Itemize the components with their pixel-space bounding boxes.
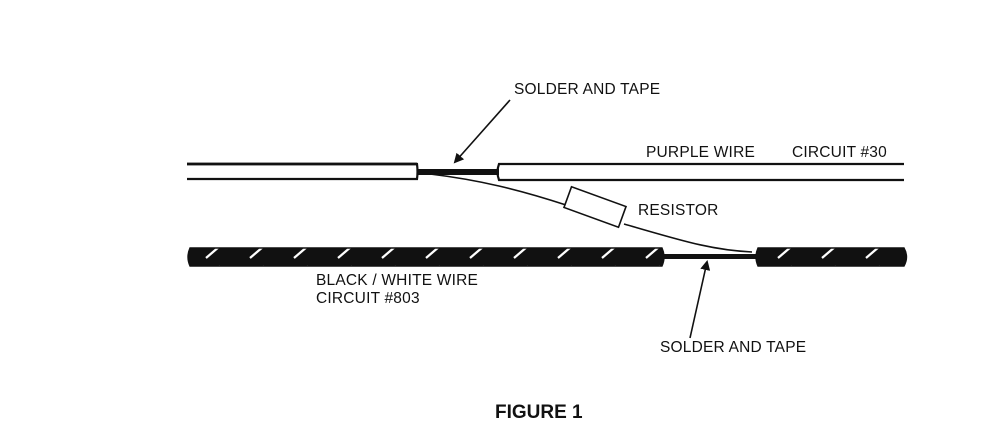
top-solder-label: SOLDER AND TAPE — [514, 81, 660, 98]
purple-wire-label: PURPLE WIRE — [646, 144, 755, 161]
black-white-circuit-label: CIRCUIT #803 — [316, 290, 420, 307]
top-callout-arrow — [453, 99, 511, 164]
bottom-callout-arrow — [689, 260, 711, 339]
black-white-wire-label: BLACK / WHITE WIRE — [316, 272, 478, 289]
purple-circuit-label: CIRCUIT #30 — [792, 144, 887, 161]
figure-title: FIGURE 1 — [495, 402, 583, 423]
black-white-wire-right-segment — [755, 247, 908, 267]
purple-wire-right-segment — [496, 162, 904, 182]
resistor-label: RESISTOR — [638, 202, 719, 219]
resistor-symbol — [562, 185, 628, 229]
bottom-solder-label: SOLDER AND TAPE — [660, 339, 806, 356]
purple-wire-splice — [417, 169, 499, 175]
purple-wire-left-segment — [187, 162, 419, 181]
resistor-lead — [429, 173, 753, 253]
black-white-wire-left-segment — [187, 247, 665, 267]
black-white-wire-splice — [662, 254, 758, 259]
